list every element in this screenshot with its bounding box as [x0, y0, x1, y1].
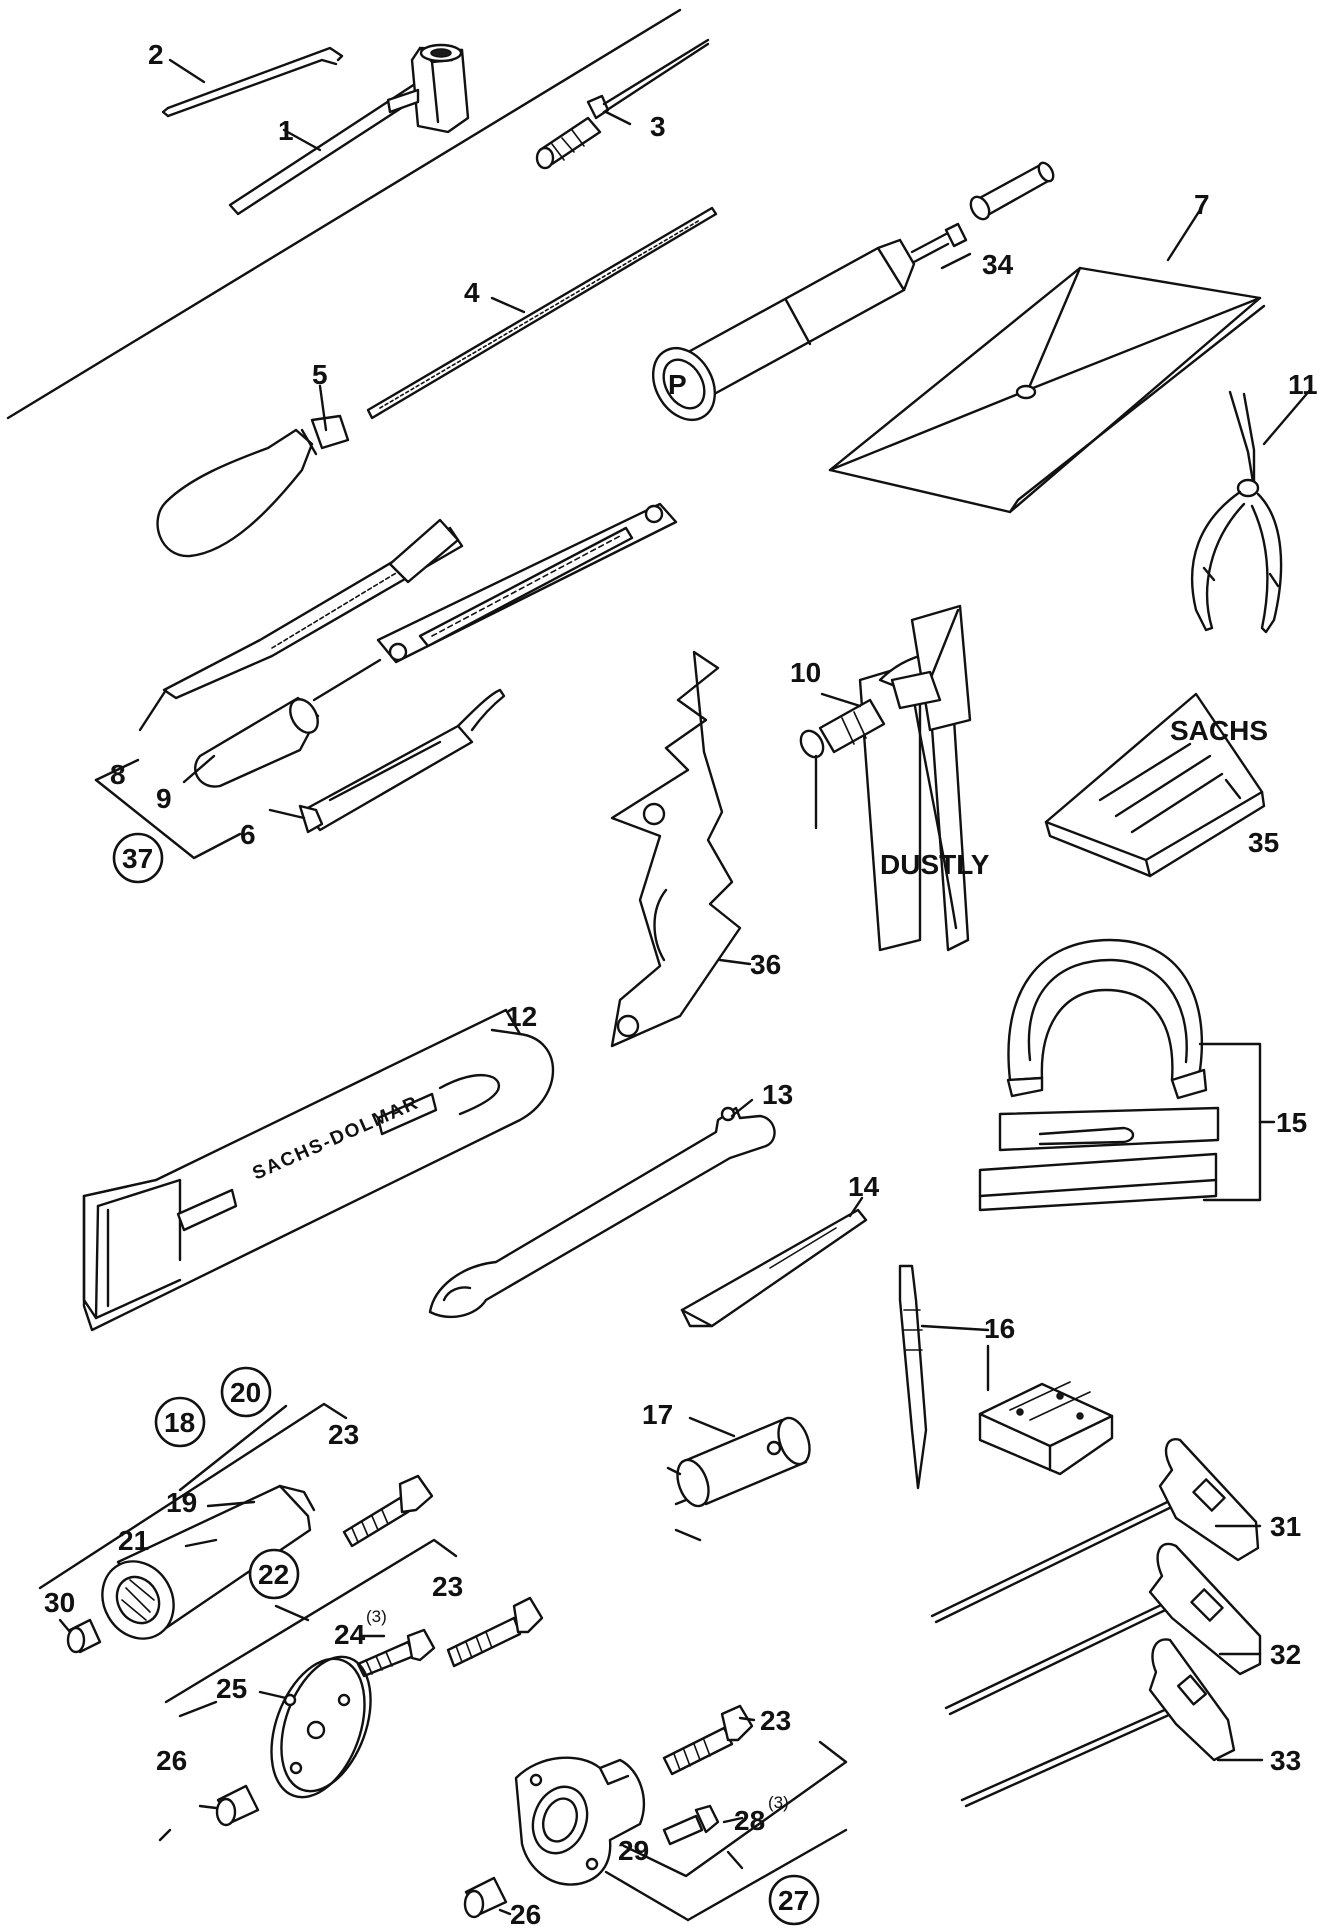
callout-2: 2: [148, 39, 164, 70]
part-23-bolt-bottom: [662, 1704, 754, 1776]
part-26-nut-bottom: [463, 1876, 508, 1919]
callout-15: 15: [1276, 1107, 1307, 1138]
part-26-nut-left: [215, 1784, 260, 1827]
part-33-t-handle: [960, 1638, 1236, 1808]
part-15-clamp-set: [978, 938, 1220, 1212]
callout-30: 30: [44, 1587, 75, 1618]
callout-23-bottom: 23: [760, 1705, 791, 1736]
callout-5: 5: [312, 359, 328, 390]
part-8-flat-file: [162, 518, 464, 700]
callout-25: 25: [216, 1673, 247, 1704]
callout-26-bottom: 26: [510, 1899, 541, 1929]
callout-16: 16: [984, 1313, 1015, 1344]
part-36-spike-bumper: [610, 650, 742, 1048]
part-2-hex-key: [161, 46, 344, 118]
part-13-combination-wrench: [428, 1106, 776, 1319]
callout-34: 34: [982, 249, 1014, 280]
svg-text:P: P: [668, 369, 687, 400]
part-30-nut: [66, 1618, 102, 1654]
callout-32: 32: [1270, 1639, 1301, 1670]
part-10-chain-rivet-tool: DUSTLY: [799, 604, 990, 952]
callout-31: 31: [1270, 1511, 1301, 1542]
callout-11: 11: [1288, 369, 1318, 400]
part-1-spark-plug-wrench: [228, 43, 470, 216]
part-23-bolt-top: [342, 1474, 434, 1548]
part-25-disc: [270, 1655, 372, 1799]
part-19-21-piston-tool: [101, 1484, 316, 1640]
callout-23-middle: 23: [432, 1571, 463, 1602]
part-17-sleeve: [666, 1416, 811, 1508]
callout-20: 20: [230, 1377, 261, 1408]
part-23-bolt-middle: [446, 1596, 544, 1668]
callout-21: 21: [118, 1525, 149, 1556]
callout-24-qty: (3): [366, 1607, 387, 1626]
callout-10: 10: [790, 657, 821, 688]
callout-28-qty: (3): [768, 1793, 789, 1812]
part-4-round-file: [366, 206, 718, 420]
callout-4: 4: [464, 277, 480, 308]
part-14-wedge: [680, 1208, 868, 1328]
callout-1: 1: [278, 115, 294, 146]
callout-6: 6: [240, 819, 256, 850]
callout-12: 12: [506, 1001, 537, 1032]
part-9-file-guide: [194, 502, 678, 788]
callout-18: 18: [164, 1407, 195, 1438]
callout-37: 37: [122, 843, 153, 874]
callout-14: 14: [848, 1171, 880, 1202]
part-12-bar-cover: SACHS-DOLMAR: [82, 1008, 555, 1332]
callout-8: 8: [110, 759, 126, 790]
svg-text:DUSTLY: DUSTLY: [880, 849, 990, 880]
callout-3: 3: [650, 111, 666, 142]
part-6-depth-gauge: [298, 688, 506, 834]
callout-36: 36: [750, 949, 781, 980]
callout-28: 28: [734, 1805, 765, 1836]
callout-24: 24: [334, 1619, 366, 1650]
callout-7: 7: [1194, 189, 1210, 220]
callout-9: 9: [156, 783, 172, 814]
part-32-t-handle: [944, 1542, 1262, 1716]
part-11-circlip-pliers: [1190, 390, 1283, 634]
callout-labels: 1 2 3 4 5 6 7 8 9 10 11 12 13 14 15 16 1…: [44, 39, 1318, 1929]
part-28-small-bolt: [662, 1804, 720, 1846]
divider-line: [6, 8, 682, 420]
part-5-file-handle: [156, 414, 350, 558]
leader-lines: [38, 58, 1312, 1922]
callout-13: 13: [762, 1079, 793, 1110]
part-24-small-bolt: [356, 1628, 436, 1678]
callout-29: 29: [618, 1835, 649, 1866]
callout-26-left: 26: [156, 1745, 187, 1776]
callout-19: 19: [166, 1487, 197, 1518]
part-16-punch-and-anvil: [898, 1264, 1114, 1490]
callout-22: 22: [258, 1559, 289, 1590]
callout-35: 35: [1248, 827, 1279, 858]
part-31-t-handle: [930, 1438, 1260, 1624]
part-35-felling-wedge: SACHS: [1044, 692, 1268, 878]
callout-33: 33: [1270, 1745, 1301, 1776]
part-29-flange: [514, 1756, 646, 1886]
part-7-tool-pouch: [828, 266, 1266, 514]
part-34-grease-gun: P: [651, 161, 1055, 421]
callout-27: 27: [778, 1885, 809, 1916]
part-3-screwdriver: [535, 38, 710, 170]
callout-23-top: 23: [328, 1419, 359, 1450]
svg-text:SACHS: SACHS: [1170, 715, 1268, 746]
callout-17: 17: [642, 1399, 673, 1430]
